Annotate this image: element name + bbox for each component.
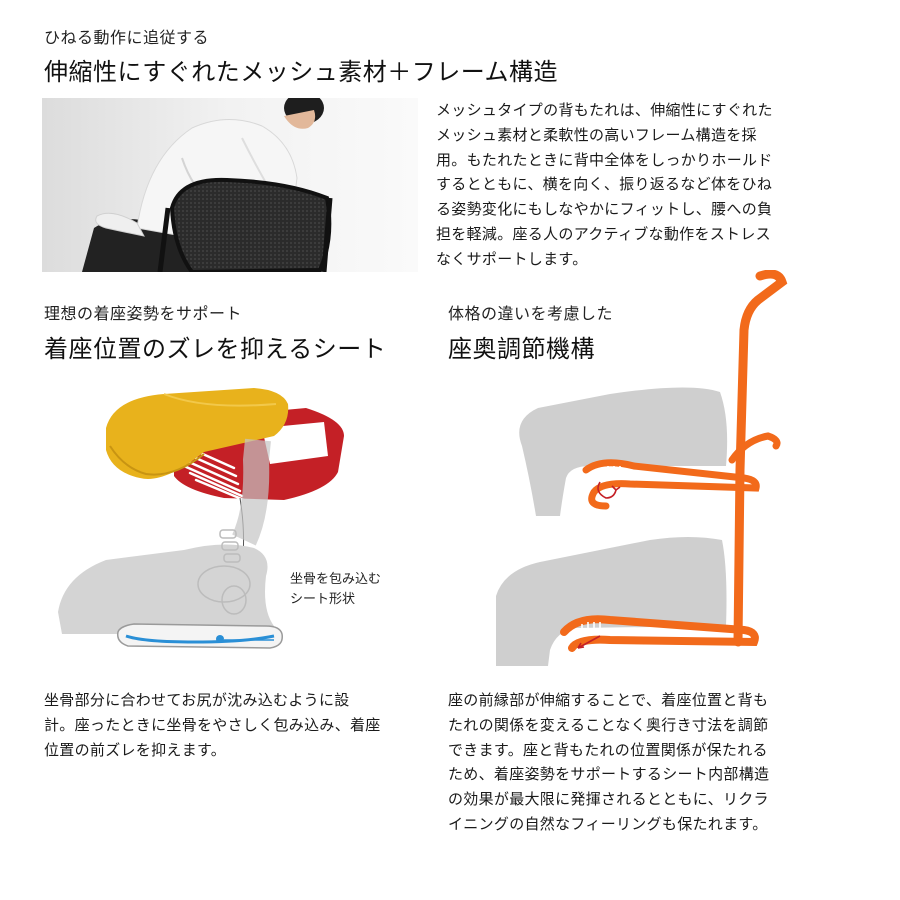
depth-body-line: ため、着座姿勢をサポートするシート内部構造 xyxy=(448,765,770,784)
depth-body-line: たれの関係を変えることなく奥行き寸法を調節 xyxy=(448,715,769,734)
mesh-section-heading: 伸縮性にすぐれたメッシュ素材＋フレーム構造 xyxy=(44,58,559,86)
depth-body-line: 座の前縁部が伸縮することで、着座位置と背も xyxy=(448,691,769,709)
seat-callout-line: シート形状 xyxy=(290,592,356,607)
seat-depth-illustration xyxy=(496,270,788,666)
mesh-section-body: メッシュタイプの背もたれは、伸縮性にすぐれた メッシュ素材と柔軟性の高いフレーム… xyxy=(436,98,808,272)
seat-section-heading: 着座位置のズレを抑えるシート xyxy=(44,335,387,363)
seat-section-kicker: 理想の着座姿勢をサポート xyxy=(44,304,243,323)
mesh-section-kicker: ひねる動作に追従する xyxy=(44,28,210,47)
depth-body-line: の効果が最大限に発揮されるとともに、リクラ xyxy=(448,790,769,809)
seat-body-line: 坐骨部分に合わせてお尻が沈み込むように設 xyxy=(44,691,350,709)
mesh-body-line: するとともに、横を向く、振り返るなど体をひね xyxy=(436,175,773,194)
depth-diagram xyxy=(490,270,790,670)
depth-section-kicker: 体格の違いを考慮した xyxy=(448,304,614,323)
mesh-body-line: メッシュ素材と柔軟性の高いフレーム構造を採 xyxy=(436,125,757,144)
seat-body-line: 計。座ったときに坐骨をやさしく包み込み、着座 xyxy=(44,715,381,734)
depth-section-heading: 座奥調節機構 xyxy=(448,335,595,363)
mesh-body-line: なくサポートします。 xyxy=(436,249,588,268)
mesh-chair-photo xyxy=(42,98,418,272)
mesh-body-line: 担を軽減。座る人のアクティブな動作をストレス xyxy=(436,224,771,243)
seat-structure-illustration xyxy=(58,388,344,649)
seat-diagram: 坐骨を包み込む シート形状 xyxy=(44,380,424,670)
depth-section-body: 座の前縁部が伸縮することで、着座位置と背も たれの関係を変えることなく奥行き寸法… xyxy=(448,688,820,837)
mesh-chair-illustration xyxy=(42,98,418,272)
mesh-body-line: 用。もたれたときに背中全体をしっかりホールド xyxy=(436,150,773,169)
mesh-body-line: メッシュタイプの背もたれは、伸縮性にすぐれた xyxy=(436,101,773,119)
mesh-body-line: る姿勢変化にもしなやかにフィットし、腰への負 xyxy=(436,200,773,219)
seat-body-line: 位置の前ズレを抑えます。 xyxy=(44,740,227,759)
depth-body-line: イニングの自然なフィーリングも保たれます。 xyxy=(448,814,768,833)
depth-body-line: できます。座と背もたれの位置関係が保たれる xyxy=(448,740,768,759)
seat-section-body: 坐骨部分に合わせてお尻が沈み込むように設 計。座ったときに坐骨をやさしく包み込み… xyxy=(44,688,416,762)
seat-callout: 坐骨を包み込む シート形状 xyxy=(290,570,381,610)
seat-callout-line: 坐骨を包み込む xyxy=(290,572,382,587)
